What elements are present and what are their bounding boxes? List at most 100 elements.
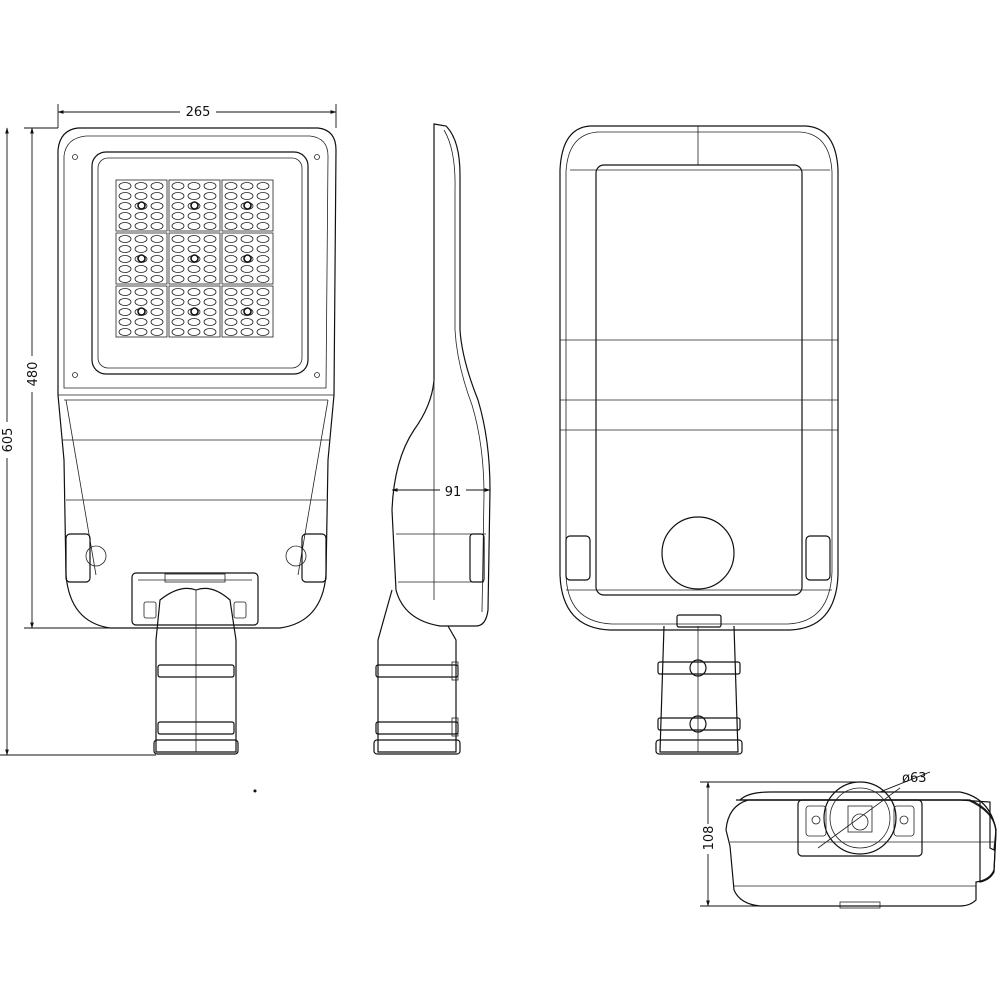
stray-mark: • xyxy=(252,785,259,798)
led-lens xyxy=(224,308,238,316)
led-lens xyxy=(187,265,201,273)
led-lens xyxy=(134,288,148,296)
led-module xyxy=(115,285,168,338)
led-module xyxy=(115,179,168,232)
led-lens xyxy=(256,182,270,190)
front-view xyxy=(57,127,337,755)
screw-icon xyxy=(314,372,320,378)
led-lens xyxy=(224,255,238,263)
back-cap-circle xyxy=(661,516,735,590)
led-lens xyxy=(224,298,238,306)
bottom-dimensions: 108 ø63 xyxy=(700,771,931,907)
led-lens xyxy=(203,255,217,263)
led-lens xyxy=(171,192,185,200)
led-center-icon xyxy=(243,254,252,263)
side-dimensions: 91 xyxy=(391,482,491,500)
led-lens xyxy=(256,222,270,230)
led-lens xyxy=(187,245,201,253)
bottom-view xyxy=(725,781,997,909)
back-spigot xyxy=(659,625,739,753)
led-lens xyxy=(256,255,270,263)
led-lens xyxy=(187,235,201,243)
led-lens xyxy=(171,202,185,210)
led-lens xyxy=(203,298,217,306)
led-lens xyxy=(118,308,132,316)
led-lens xyxy=(118,275,132,283)
pole-spigot xyxy=(155,587,237,753)
led-center-icon xyxy=(190,307,199,316)
led-lens xyxy=(171,318,185,326)
led-lens xyxy=(171,275,185,283)
led-lens xyxy=(203,182,217,190)
led-lens xyxy=(134,265,148,273)
led-center-icon xyxy=(190,254,199,263)
led-lens xyxy=(224,245,238,253)
led-lens xyxy=(256,265,270,273)
led-lens xyxy=(150,298,164,306)
led-lens xyxy=(203,192,217,200)
led-lens xyxy=(187,298,201,306)
led-lens xyxy=(134,182,148,190)
led-lens xyxy=(224,202,238,210)
mount-bracket xyxy=(131,572,259,626)
led-lens xyxy=(256,192,270,200)
led-center-icon xyxy=(137,201,146,210)
led-lens xyxy=(187,318,201,326)
led-lens xyxy=(256,328,270,336)
led-center-icon xyxy=(243,307,252,316)
led-lens xyxy=(240,298,254,306)
led-lens xyxy=(150,265,164,273)
led-module xyxy=(221,232,274,285)
led-lens xyxy=(150,255,164,263)
led-center-icon xyxy=(137,307,146,316)
led-lens xyxy=(187,275,201,283)
led-lens xyxy=(118,328,132,336)
led-lens xyxy=(256,212,270,220)
led-center-icon xyxy=(137,254,146,263)
led-lens xyxy=(256,202,270,210)
side-housing-outline xyxy=(391,123,491,627)
led-lens xyxy=(118,288,132,296)
led-lens xyxy=(118,245,132,253)
led-lens xyxy=(240,222,254,230)
led-lens xyxy=(118,202,132,210)
rear-height-label: 108 xyxy=(702,826,717,851)
led-lens xyxy=(203,222,217,230)
side-spigot xyxy=(377,589,457,753)
led-lens xyxy=(150,202,164,210)
led-lens xyxy=(224,235,238,243)
side-view xyxy=(373,123,491,755)
led-module xyxy=(221,285,274,338)
led-lens xyxy=(171,245,185,253)
led-lens xyxy=(150,235,164,243)
screw-icon xyxy=(72,154,78,160)
lens-frame xyxy=(91,151,309,375)
led-lens xyxy=(203,235,217,243)
front-dimensions: 265 480 605 • xyxy=(0,102,337,798)
led-lens xyxy=(240,275,254,283)
led-lens xyxy=(134,318,148,326)
led-lens xyxy=(203,275,217,283)
led-center-icon xyxy=(190,201,199,210)
led-lens xyxy=(203,202,217,210)
led-lens xyxy=(240,182,254,190)
depth-label: 91 xyxy=(445,485,462,500)
led-lens xyxy=(240,235,254,243)
led-lens xyxy=(150,222,164,230)
width-label: 265 xyxy=(186,105,211,120)
led-lens xyxy=(150,275,164,283)
led-center-icon xyxy=(243,201,252,210)
led-lens xyxy=(171,222,185,230)
right-latch xyxy=(301,533,327,583)
led-lens xyxy=(240,192,254,200)
spigot-diameter-label: ø63 xyxy=(902,771,927,786)
led-module xyxy=(168,285,221,338)
led-module xyxy=(168,179,221,232)
led-lens xyxy=(118,212,132,220)
screw-icon xyxy=(314,154,320,160)
led-lens xyxy=(150,308,164,316)
housing-length-label: 480 xyxy=(26,362,41,387)
led-module xyxy=(115,232,168,285)
back-view xyxy=(559,125,839,755)
led-lens xyxy=(150,318,164,326)
